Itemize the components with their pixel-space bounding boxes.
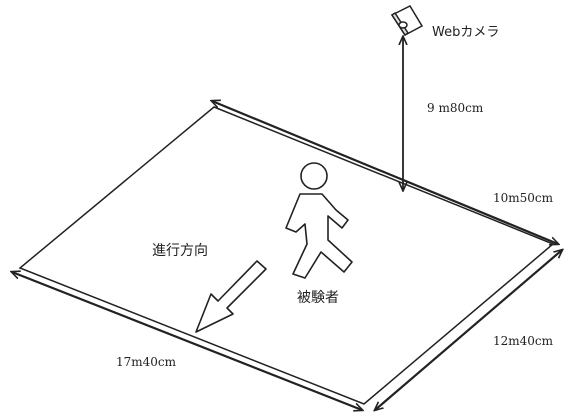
- walking-direction-arrow: [195, 260, 267, 333]
- front-edge-dimension-label: 17m40cm: [116, 355, 177, 369]
- webcam-label: Webカメラ: [432, 25, 500, 40]
- right-edge-dimension-arrow: [375, 250, 562, 410]
- right-edge-dimension-label: 12m40cm: [493, 334, 554, 348]
- back-edge-dimension-arrow: [212, 101, 558, 244]
- subject-label: 被験者: [297, 290, 339, 306]
- floor-area: [18, 106, 555, 405]
- front-edge-dimension-arrow: [12, 272, 362, 410]
- camera-height-label: 9 m80cm: [427, 101, 484, 115]
- walking-person-icon: [285, 162, 353, 279]
- webcam-icon: [390, 5, 424, 37]
- walking-direction-label: 進行方向: [152, 243, 208, 259]
- back-edge-dimension-label: 10m50cm: [493, 191, 554, 205]
